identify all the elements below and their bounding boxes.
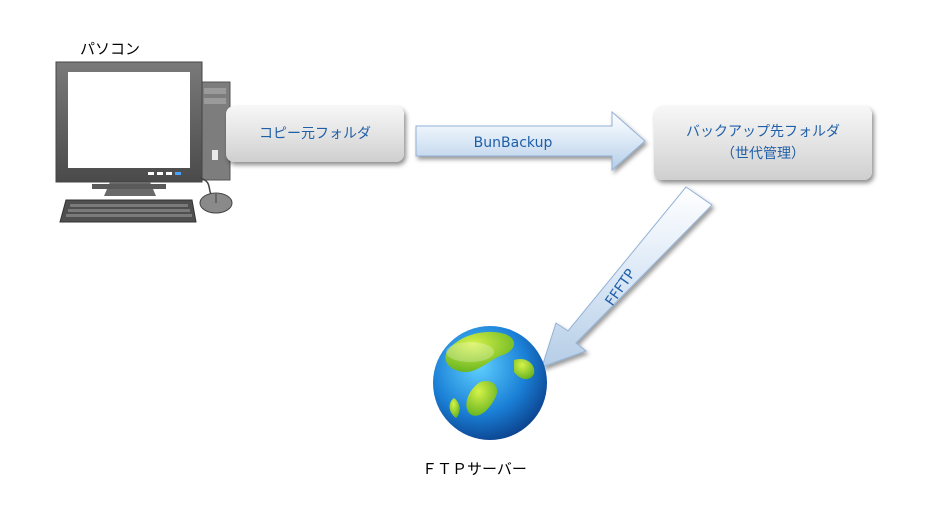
pc-label: パソコン: [80, 40, 141, 58]
backup-arrow: [415, 110, 646, 172]
backup-folder-label: バックアップ先フォルダ （世代管理）: [686, 124, 840, 162]
globe-icon: [433, 326, 547, 440]
source-folder-label: コピー元フォルダ: [259, 126, 371, 142]
source-folder-box: コピー元フォルダ: [226, 106, 404, 162]
bunbackup-label: BunBackup: [474, 135, 553, 151]
backup-folder-box: バックアップ先フォルダ （世代管理）: [654, 106, 872, 180]
ftp-arrow: [541, 186, 713, 368]
computer-icon: [55, 61, 233, 223]
ftp-server-label: ＦＴＰサーバー: [422, 460, 527, 478]
